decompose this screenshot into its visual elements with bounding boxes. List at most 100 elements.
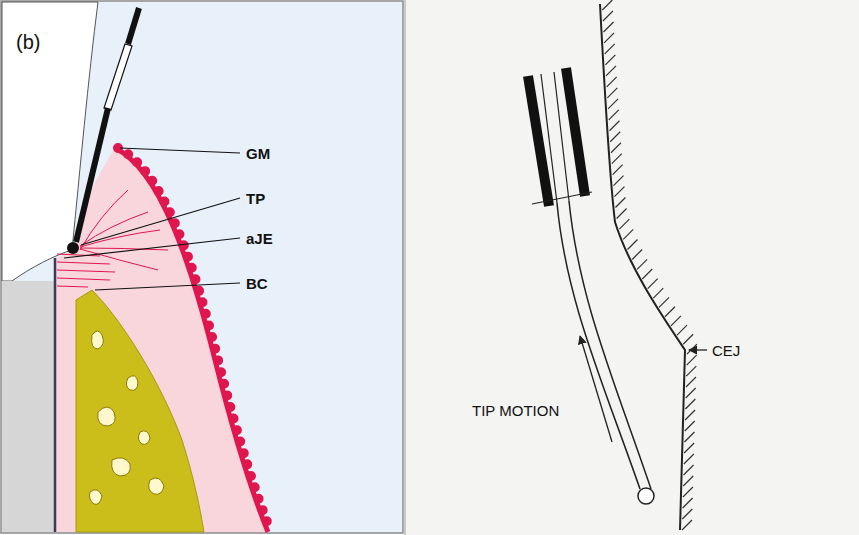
hatch-stroke bbox=[607, 88, 617, 98]
part-label: aJE bbox=[246, 231, 273, 246]
hatch-stroke bbox=[683, 476, 693, 486]
probe-tip-ball bbox=[67, 242, 79, 254]
hatch-stroke bbox=[684, 443, 694, 453]
probe-wire bbox=[569, 201, 651, 489]
bone-marrow-spaces bbox=[90, 331, 165, 504]
hatch-stroke bbox=[682, 520, 692, 530]
probe-tip-shaft bbox=[76, 108, 108, 242]
hatch-stroke bbox=[684, 465, 694, 475]
hatch-stroke bbox=[687, 355, 697, 365]
panel-divider bbox=[405, 0, 406, 535]
part-label: GM bbox=[246, 146, 270, 161]
hatch-stroke bbox=[612, 154, 622, 164]
panel-background bbox=[405, 0, 859, 535]
hatch-stroke bbox=[632, 249, 642, 259]
hatch-stroke bbox=[686, 377, 696, 387]
hatch-stroke bbox=[606, 66, 616, 76]
hatch-stroke bbox=[682, 509, 692, 519]
hatch-stroke bbox=[607, 77, 617, 87]
probe-sleeve-end bbox=[532, 192, 592, 204]
hatch-stroke bbox=[659, 297, 669, 307]
fibre bbox=[80, 230, 160, 247]
hatch-stroke bbox=[628, 240, 638, 250]
leader-line bbox=[81, 198, 240, 245]
hatch-stroke bbox=[609, 121, 619, 131]
hatch-stroke bbox=[683, 487, 693, 497]
marrow-space bbox=[138, 431, 150, 445]
leader-line bbox=[64, 238, 240, 258]
hatch-stroke bbox=[602, 0, 612, 10]
probe-tip-ball bbox=[638, 488, 654, 504]
epithelium-line bbox=[57, 278, 110, 280]
cementum-line bbox=[54, 258, 57, 532]
gingival-surface bbox=[115, 148, 268, 532]
hatch-stroke bbox=[611, 143, 621, 153]
pointer-arrow bbox=[689, 349, 707, 350]
hatch-stroke bbox=[613, 165, 623, 175]
epithelium-line bbox=[57, 270, 115, 272]
probe-shaft bbox=[104, 44, 132, 110]
hatch-stroke bbox=[677, 325, 687, 335]
hatch-stroke bbox=[605, 44, 615, 54]
probe-tube bbox=[541, 74, 557, 203]
marrow-space bbox=[92, 331, 104, 349]
hatch-stroke bbox=[683, 334, 693, 344]
fibre bbox=[80, 212, 148, 246]
hatch-stroke bbox=[671, 316, 681, 326]
hatch-stroke bbox=[642, 269, 652, 279]
marrow-space bbox=[126, 376, 138, 391]
part-label: BC bbox=[246, 276, 268, 291]
marrow-space bbox=[98, 407, 115, 426]
hatch-stroke bbox=[684, 432, 694, 442]
probe-wire bbox=[557, 203, 640, 489]
motion-arrow bbox=[580, 336, 612, 442]
hatch-stroke bbox=[609, 110, 619, 120]
part-label: CEJ bbox=[712, 343, 740, 358]
hatch-stroke bbox=[604, 22, 614, 32]
panel-background bbox=[1, 1, 403, 533]
marrow-space bbox=[90, 490, 103, 505]
tooth-surface bbox=[600, 4, 685, 530]
hatch-stroke bbox=[617, 208, 627, 218]
hatch-stroke bbox=[684, 454, 694, 464]
hatch-stroke bbox=[615, 198, 625, 208]
hatch-stroke bbox=[685, 421, 695, 431]
part-label: TP bbox=[246, 191, 265, 206]
gingival-fibres bbox=[80, 190, 168, 270]
probe-sleeve-wall bbox=[566, 68, 585, 196]
hatch-stroke bbox=[648, 279, 658, 289]
leader-line bbox=[95, 283, 240, 290]
hatch-stroke bbox=[608, 99, 618, 109]
tooth-root bbox=[2, 281, 55, 532]
epithelium-line bbox=[57, 286, 88, 287]
marrow-space bbox=[112, 458, 131, 476]
epithelium-line bbox=[57, 262, 110, 264]
hatch-stroke bbox=[685, 399, 695, 409]
probe-handle bbox=[128, 8, 139, 44]
hatch-stroke bbox=[686, 388, 696, 398]
panel-letter: (b) bbox=[16, 32, 40, 52]
probe-sleeve-wall bbox=[528, 76, 549, 206]
fibre bbox=[80, 248, 168, 250]
leader-line bbox=[120, 148, 240, 153]
marrow-space bbox=[149, 478, 164, 494]
hatch-stroke bbox=[619, 219, 629, 229]
gingival-rete-ridges bbox=[118, 148, 271, 532]
motion-label: TIP MOTION bbox=[472, 403, 559, 418]
hatch-stroke bbox=[604, 33, 614, 43]
hatch-stroke bbox=[613, 176, 623, 186]
junctional-epithelium bbox=[57, 254, 115, 287]
hatch-stroke bbox=[637, 259, 647, 269]
hatch-stroke bbox=[605, 55, 615, 65]
hatch-stroke bbox=[686, 366, 696, 376]
tooth-hatching bbox=[602, 0, 697, 530]
probe-tube bbox=[554, 72, 569, 201]
hatch-stroke bbox=[653, 288, 663, 298]
hatch-stroke bbox=[603, 11, 613, 21]
alveolar-bone bbox=[76, 290, 204, 532]
hatch-stroke bbox=[665, 307, 675, 317]
hatch-stroke bbox=[683, 498, 693, 508]
hatch-stroke bbox=[623, 229, 633, 239]
